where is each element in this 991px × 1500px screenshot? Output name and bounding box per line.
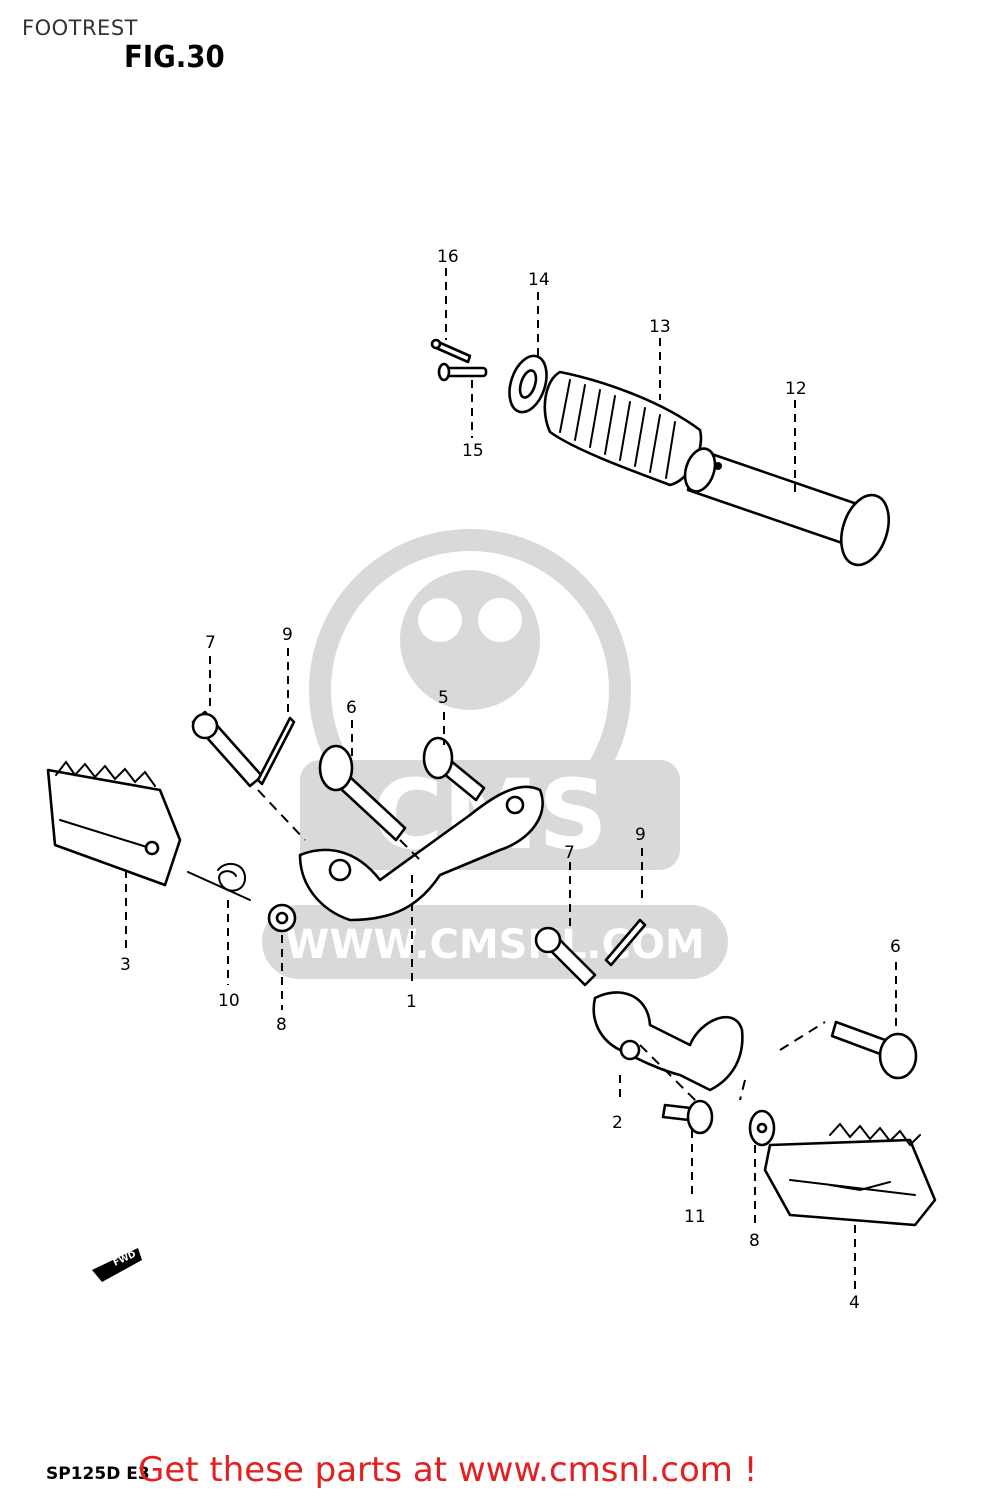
callout-9-lower: 9 xyxy=(635,825,646,845)
callout-16: 16 xyxy=(437,247,459,267)
part-2-bracket-right xyxy=(592,991,744,1092)
part-9-cotter-pin-upper xyxy=(256,716,296,786)
part-1-bracket-left xyxy=(298,785,544,922)
callout-1: 1 xyxy=(406,992,417,1012)
part-7-pin-upper xyxy=(191,710,264,788)
part-9-cotter-pin-lower xyxy=(604,918,647,967)
callout-labels: 16 15 14 13 12 7 9 6 5 3 10 8 1 7 9 6 2 … xyxy=(120,247,901,1313)
callout-7-lower: 7 xyxy=(564,843,575,863)
callout-9-upper: 9 xyxy=(282,625,293,645)
page-title: FOOTREST xyxy=(22,16,138,40)
part-7-pin-lower xyxy=(534,926,597,987)
part-8-washer-right xyxy=(748,1109,776,1147)
part-8-washer-left xyxy=(267,903,297,933)
part-14-washer xyxy=(508,354,548,414)
callout-4: 4 xyxy=(849,1293,860,1313)
forward-direction-arrow: FWD xyxy=(92,1248,142,1282)
cta-link[interactable]: Get these parts at www.cmsnl.com ! xyxy=(138,1450,758,1490)
part-13-footpeg-rubber xyxy=(543,370,703,487)
callout-7-upper: 7 xyxy=(205,633,216,653)
part-10-spring xyxy=(187,862,251,901)
callout-2: 2 xyxy=(612,1113,623,1133)
callout-13: 13 xyxy=(649,317,671,337)
callout-5: 5 xyxy=(438,688,449,708)
model-code: SP125D E3 xyxy=(46,1464,150,1484)
callout-15: 15 xyxy=(462,441,484,461)
callout-11: 11 xyxy=(684,1207,706,1227)
callout-12: 12 xyxy=(785,379,807,399)
part-16-cotter-pin xyxy=(430,338,472,364)
callout-6-upper: 6 xyxy=(346,698,357,718)
callout-14: 14 xyxy=(528,270,550,290)
leader-lines xyxy=(125,268,897,1290)
callout-6-lower: 6 xyxy=(890,937,901,957)
callout-8-left: 8 xyxy=(276,1015,287,1035)
part-15-clevis-pin xyxy=(437,362,488,382)
part-6-bolt-upper xyxy=(318,744,407,842)
part-12-peg-shaft xyxy=(683,447,890,567)
figure-number: FIG.30 xyxy=(124,40,225,75)
part-5-bolt xyxy=(422,736,486,802)
part-11-pin xyxy=(661,1099,714,1135)
callout-3: 3 xyxy=(120,955,131,975)
part-4-footrest-right xyxy=(763,1122,937,1227)
part-3-footrest-left xyxy=(46,760,182,887)
callout-8-right: 8 xyxy=(749,1231,760,1251)
part-6-bolt-lower xyxy=(830,1020,918,1080)
callout-10: 10 xyxy=(218,991,240,1011)
